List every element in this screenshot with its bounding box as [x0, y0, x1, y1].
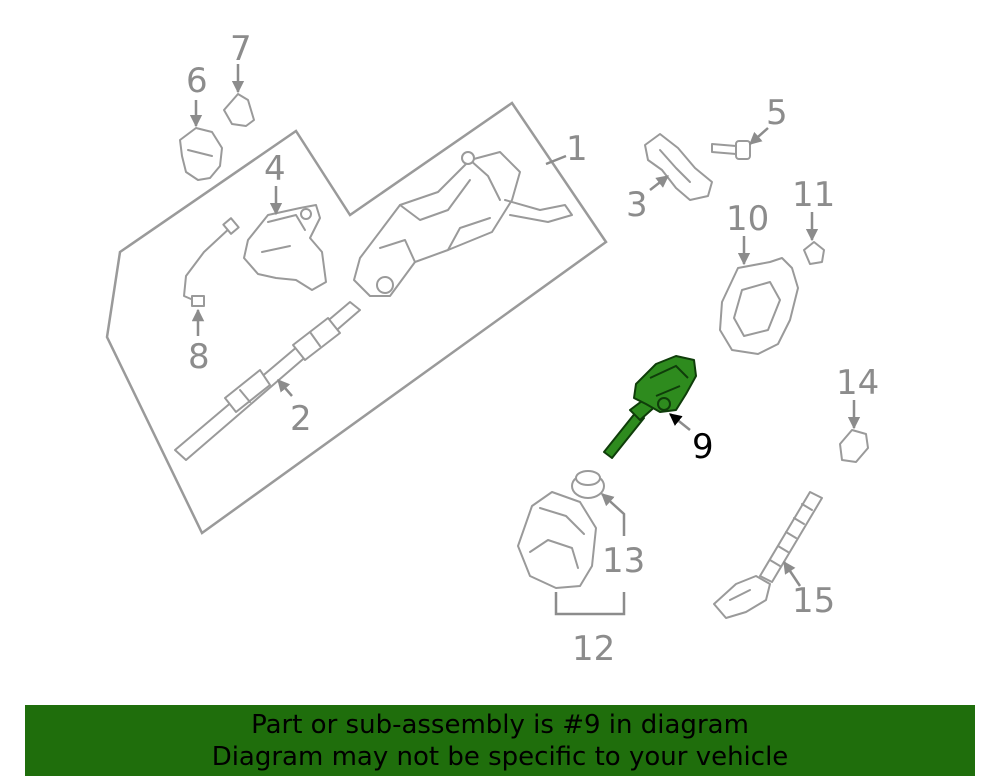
leader-3	[649, 175, 669, 191]
callout-14: 14	[836, 363, 879, 403]
leader-2	[277, 379, 293, 397]
callout-4: 4	[264, 149, 286, 189]
fitting[interactable]	[839, 429, 869, 463]
column-bracket[interactable]	[644, 133, 713, 201]
info-banner: Part or sub-assembly is #9 in diagram Di…	[25, 705, 975, 776]
intermediate-shaft[interactable]	[174, 301, 361, 461]
parts-diagram: 1 2 3 4 5 6 7 8 9 10 11 12 13 14 15	[105, 29, 879, 669]
leader-12	[554, 592, 626, 616]
column-cover[interactable]	[719, 257, 799, 355]
dust-boot[interactable]	[517, 491, 597, 589]
steering-shaft-highlighted[interactable]	[603, 355, 697, 459]
callout-1: 1	[566, 129, 588, 169]
callout-10: 10	[726, 199, 769, 239]
callout-8: 8	[188, 337, 210, 377]
callout-5: 5	[766, 93, 788, 133]
callout-9: 9	[692, 427, 714, 467]
callout-3: 3	[626, 185, 648, 225]
wire-harness[interactable]	[183, 217, 240, 307]
callout-6: 6	[186, 61, 208, 101]
callout-11: 11	[792, 175, 835, 215]
leader-9	[669, 413, 691, 431]
callout-13: 13	[602, 541, 645, 581]
leader-5	[749, 127, 769, 145]
callout-12: 12	[572, 629, 615, 669]
grommet[interactable]	[571, 470, 605, 499]
banner-line-2: Diagram may not be specific to your vehi…	[211, 742, 789, 772]
callout-15: 15	[792, 581, 835, 621]
leader-1	[545, 154, 567, 166]
clamp[interactable]	[179, 127, 223, 181]
leader-13	[601, 493, 626, 536]
callout-2: 2	[290, 399, 312, 439]
lock-housing[interactable]	[243, 204, 327, 291]
callout-7: 7	[230, 29, 252, 69]
clip[interactable]	[803, 241, 825, 265]
cap[interactable]	[223, 93, 255, 127]
banner-line-1: Part or sub-assembly is #9 in diagram	[251, 710, 749, 740]
leader-15	[782, 560, 802, 587]
assembly-outline	[105, 101, 608, 535]
lower-shaft[interactable]	[713, 491, 823, 619]
bolt[interactable]	[711, 140, 751, 160]
steering-column-assembly[interactable]	[353, 151, 573, 297]
